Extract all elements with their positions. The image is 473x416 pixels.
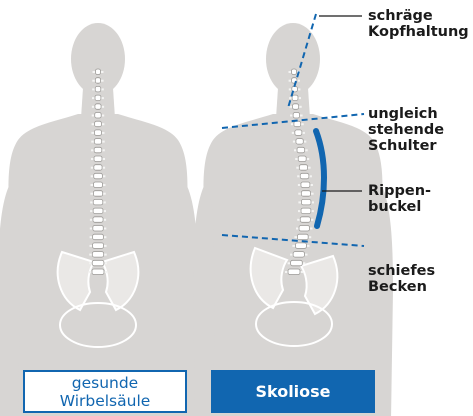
- vertebra: [294, 121, 301, 127]
- vertebra: [297, 234, 308, 240]
- vertebra: [301, 191, 310, 197]
- vertebra: [299, 226, 310, 232]
- vertebra: [300, 217, 310, 223]
- vertebra: [95, 121, 102, 127]
- vertebra: [93, 208, 103, 214]
- vertebra: [293, 252, 304, 258]
- vertebra: [94, 130, 101, 136]
- annotation-shoulders: ungleich stehende Schulter: [368, 106, 444, 154]
- vertebra: [295, 243, 306, 249]
- vertebra: [93, 226, 104, 232]
- healthy-figure: [0, 23, 198, 416]
- vertebra: [95, 86, 101, 92]
- annotation-head-tilt: schräge Kopfhaltung: [368, 8, 469, 40]
- vertebra: [301, 182, 310, 188]
- caption-healthy-spine: gesunde Wirbelsäule: [23, 370, 187, 413]
- vertebra: [295, 130, 302, 136]
- vertebra: [293, 113, 300, 119]
- vertebra: [94, 156, 102, 162]
- vertebra: [292, 95, 298, 101]
- vertebra: [301, 208, 311, 214]
- vertebra: [93, 199, 103, 205]
- vertebra: [93, 243, 104, 249]
- vertebra: [94, 182, 103, 188]
- vertebra: [92, 269, 104, 275]
- vertebra: [92, 252, 103, 258]
- vertebra: [94, 147, 102, 153]
- vertebra: [299, 165, 307, 171]
- vertebra: [296, 139, 303, 145]
- vertebra: [291, 260, 303, 266]
- vertebra: [288, 269, 300, 275]
- vertebra: [95, 113, 102, 119]
- vertebra: [92, 260, 104, 266]
- vertebra: [301, 199, 311, 205]
- vertebra: [95, 95, 101, 101]
- vertebra: [94, 139, 101, 145]
- vertebra: [93, 234, 104, 240]
- vertebra: [293, 104, 299, 110]
- scoliosis-figure: [193, 14, 393, 416]
- vertebra: [94, 173, 103, 179]
- vertebra: [93, 217, 103, 223]
- caption-scoliosis: Skoliose: [211, 370, 375, 413]
- vertebra: [96, 69, 101, 75]
- annotation-pelvis: schiefes Becken: [368, 263, 435, 295]
- annotation-rib-hump: Rippen- buckel: [368, 183, 431, 215]
- vertebra: [93, 191, 102, 197]
- vertebra: [297, 147, 305, 153]
- vertebra: [94, 165, 102, 171]
- vertebra: [292, 69, 297, 75]
- vertebra: [95, 104, 101, 110]
- vertebra: [298, 156, 306, 162]
- vertebra: [300, 173, 309, 179]
- vertebra: [95, 78, 100, 84]
